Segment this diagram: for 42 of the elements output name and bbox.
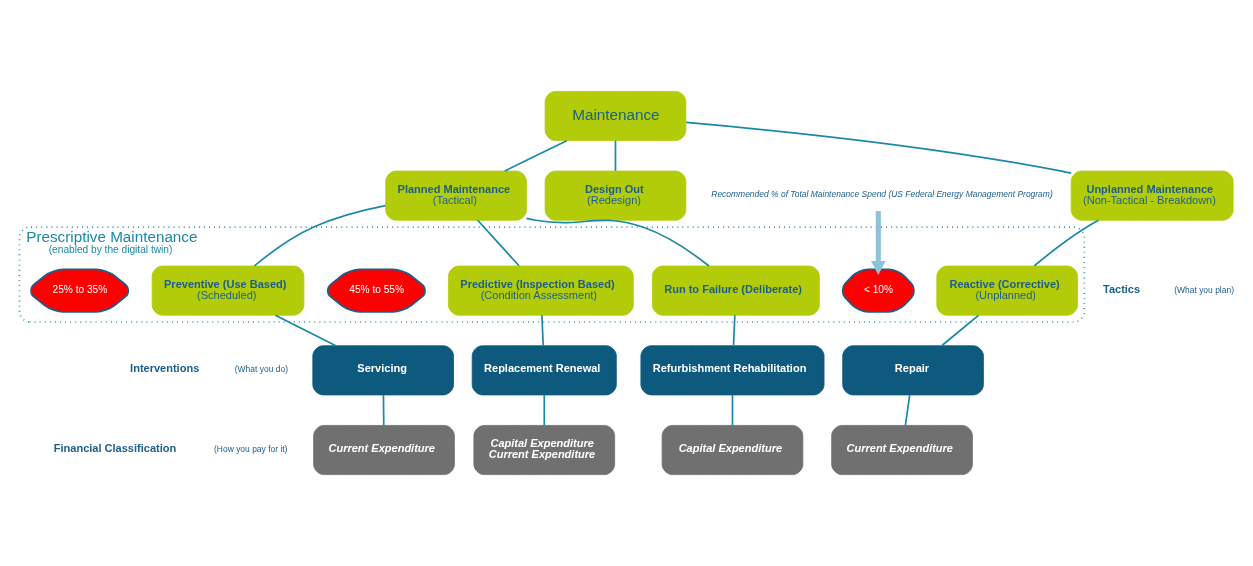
connector: [253, 204, 387, 267]
node-text: Recommended % of Total Maintenance Spend (US Federal Energy Management Program): [711, 188, 1053, 199]
label: (What you plan): [1174, 284, 1234, 295]
node-box: Replacement Renewal: [471, 345, 617, 396]
connector: [382, 394, 385, 427]
node-ellipse: 25% to 35%: [30, 268, 130, 313]
connector: [503, 139, 568, 172]
node-box: Current Expenditure: [313, 425, 455, 476]
node-box: Reactive (Corrective) (Unplanned): [936, 265, 1078, 316]
label: Tactics: [1102, 282, 1141, 295]
node-box: Capital Expenditure: [661, 425, 804, 476]
connector: [732, 314, 736, 347]
connector: [685, 121, 1072, 174]
node-box: Repair: [842, 345, 984, 396]
connector: [614, 139, 617, 172]
label: Interventions: [130, 362, 200, 375]
connector: [274, 314, 337, 347]
node-box: Design Out (Redesign): [544, 170, 687, 221]
node-ellipse: < 10%: [841, 268, 915, 313]
node-ellipse: 45% to 55%: [326, 268, 426, 313]
connector: [525, 217, 710, 267]
node-box: Refurbishment Rehabilitation: [640, 345, 825, 396]
connector: [541, 314, 545, 347]
connector: [904, 394, 911, 427]
node-box: Preventive (Use Based) (Scheduled): [151, 265, 305, 316]
connector: [941, 314, 980, 347]
node-box: Maintenance: [544, 90, 687, 141]
label: Financial Classification: [53, 442, 177, 455]
node-box: Planned Maintenance (Tactical): [385, 170, 527, 221]
node-box: Servicing: [312, 345, 454, 396]
connector: [1033, 219, 1100, 267]
label: (What you do): [234, 364, 288, 375]
label: (How you pay for it): [214, 444, 288, 455]
node-box: Capital Expenditure Current Expenditure: [473, 425, 616, 476]
node-box: Unplanned Maintenance (Non-Tactical - Breakdown): [1070, 170, 1234, 221]
node-box: Run to Failure (Deliberate): [651, 265, 820, 316]
connector: [731, 394, 734, 427]
node-box: Predictive (Inspection Based) (Condition Assessment): [448, 265, 634, 316]
connector: [543, 394, 546, 427]
arrow: [871, 211, 886, 275]
node-box: Current Expenditure: [831, 425, 973, 476]
connector: [476, 219, 520, 267]
